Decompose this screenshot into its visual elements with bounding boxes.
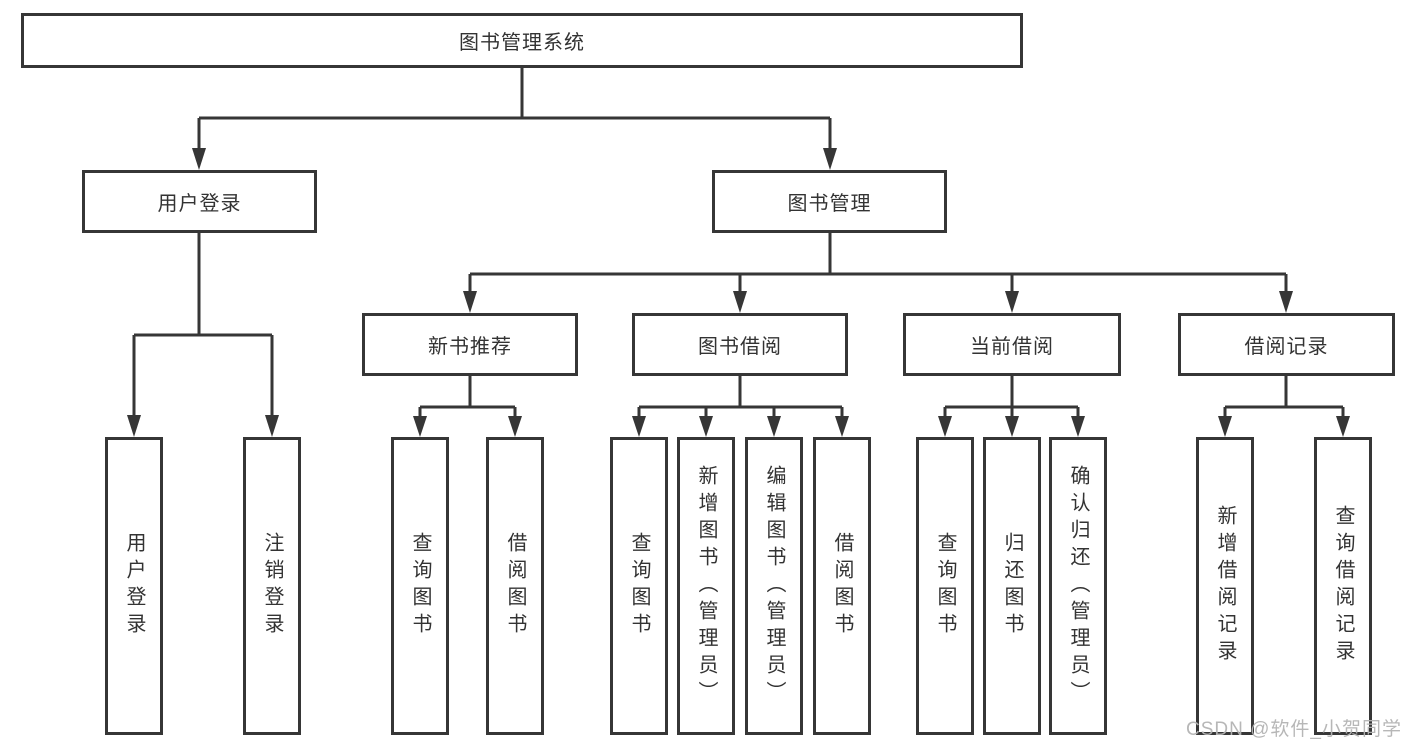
leaf-add-book-admin: 新增图书（管理员） — [677, 437, 735, 735]
leaf-query-borrow-record: 查询借阅记录 — [1314, 437, 1372, 735]
node-user-login: 用户登录 — [82, 170, 317, 233]
node-borrow-records: 借阅记录 — [1178, 313, 1395, 376]
leaf-edit-book-admin: 编辑图书（管理员） — [745, 437, 803, 735]
leaf-confirm-return-admin: 确认归还（管理员） — [1049, 437, 1107, 735]
leaf-borrow-books-2: 借阅图书 — [813, 437, 871, 735]
leaf-return-book: 归还图书 — [983, 437, 1041, 735]
node-book-borrow: 图书借阅 — [632, 313, 848, 376]
leaf-user-login: 用户登录 — [105, 437, 163, 735]
node-book-management: 图书管理 — [712, 170, 947, 233]
leaf-logout: 注销登录 — [243, 437, 301, 735]
node-library-system: 图书管理系统 — [21, 13, 1023, 68]
leaf-query-books-current: 查询图书 — [916, 437, 974, 735]
csdn-watermark: CSDN @软件_小贺同学 — [1186, 719, 1402, 740]
leaf-query-books: 查询图书 — [391, 437, 449, 735]
leaf-query-books-borrow: 查询图书 — [610, 437, 668, 735]
leaf-add-borrow-record: 新增借阅记录 — [1196, 437, 1254, 735]
node-current-borrow: 当前借阅 — [903, 313, 1121, 376]
node-new-book-recommend: 新书推荐 — [362, 313, 578, 376]
leaf-borrow-books: 借阅图书 — [486, 437, 544, 735]
